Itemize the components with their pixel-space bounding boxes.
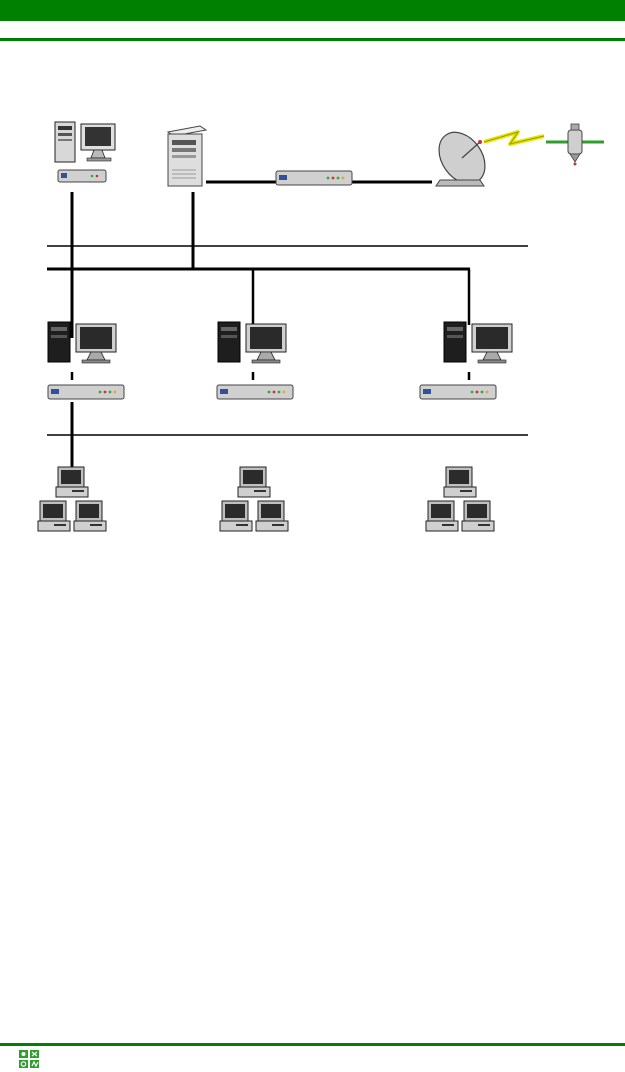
client-computers-icon	[426, 467, 494, 531]
satellite-icon	[546, 123, 604, 166]
workstation-icon	[47, 321, 117, 364]
hub-icon	[216, 384, 294, 400]
lightning-bolt-icon	[483, 130, 545, 146]
server-tower-icon	[166, 125, 208, 187]
header-bar	[0, 0, 625, 21]
workstation-icon	[443, 321, 513, 364]
modem-icon	[275, 170, 353, 186]
satellite-dish-icon	[435, 131, 486, 187]
footer-rule	[0, 1043, 625, 1046]
workstation-icon	[54, 121, 116, 183]
network-diagram	[0, 121, 604, 550]
hub-icon	[47, 384, 125, 400]
publisher-logo-icon	[18, 1049, 40, 1069]
client-computers-icon	[220, 467, 288, 531]
client-computers-icon	[38, 467, 106, 531]
hub-icon	[419, 384, 497, 400]
header-rule	[0, 38, 625, 41]
workstation-icon	[217, 321, 287, 364]
